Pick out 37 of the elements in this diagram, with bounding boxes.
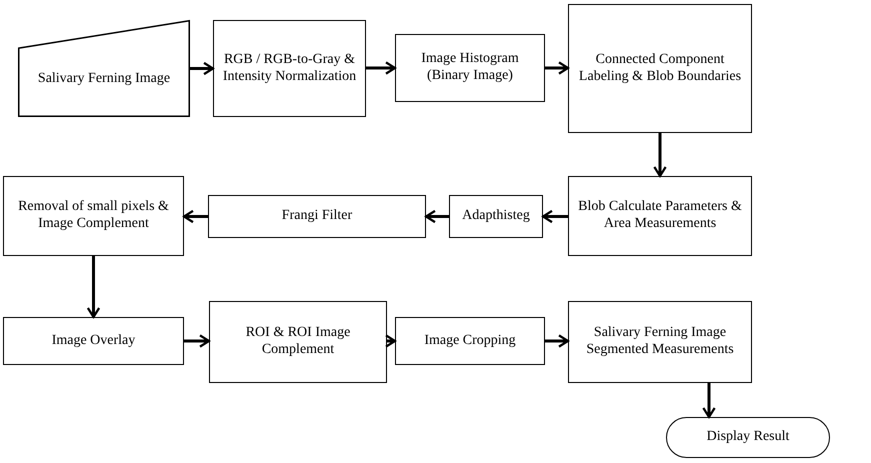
- node-label: Image Cropping: [424, 332, 516, 350]
- node-label: Connected Component Labeling & Blob Boundaries: [578, 52, 742, 86]
- node-label: RGB / RGB-to-Gray & Intensity Normalization: [222, 52, 357, 86]
- node-label: Adapthisteg: [462, 208, 530, 225]
- arrow: [702, 383, 716, 418]
- arrow: [86, 256, 100, 318]
- arrow: [384, 334, 396, 348]
- node-label: Display Result: [706, 429, 790, 446]
- arrow: [542, 210, 568, 224]
- process-box: [213, 20, 366, 117]
- input-shape: [18, 20, 190, 117]
- arrow: [545, 334, 570, 348]
- process-box: [209, 301, 387, 383]
- node-label: Frangi Filter: [282, 208, 352, 225]
- arrow: [182, 210, 208, 224]
- node-label: ROI & ROI Image Complement: [244, 325, 352, 359]
- process-box: [3, 176, 184, 256]
- node-label: Salivary Ferning Image Segmented Measurements: [585, 325, 735, 359]
- arrow: [653, 133, 667, 178]
- node-label: Image Overlay: [52, 332, 136, 350]
- node-label: Blob Calculate Parameters & Area Measurements: [577, 199, 743, 233]
- arrow: [424, 210, 449, 224]
- node-label: Removal of small pixels & Image Complement: [17, 199, 170, 233]
- arrow: [190, 62, 214, 76]
- process-box: [568, 4, 752, 133]
- arrow: [545, 61, 570, 75]
- process-box: [395, 317, 545, 365]
- process-box: [568, 301, 752, 383]
- process-box: [568, 176, 752, 256]
- process-box: [449, 195, 543, 238]
- process-box: [208, 195, 426, 238]
- process-box: [3, 317, 184, 365]
- node-label: Salivary Ferning Image: [38, 71, 170, 88]
- process-box: [395, 34, 545, 102]
- arrow: [366, 61, 396, 75]
- node-label: Image Histogram (Binary Image): [420, 51, 520, 85]
- arrow: [184, 334, 210, 348]
